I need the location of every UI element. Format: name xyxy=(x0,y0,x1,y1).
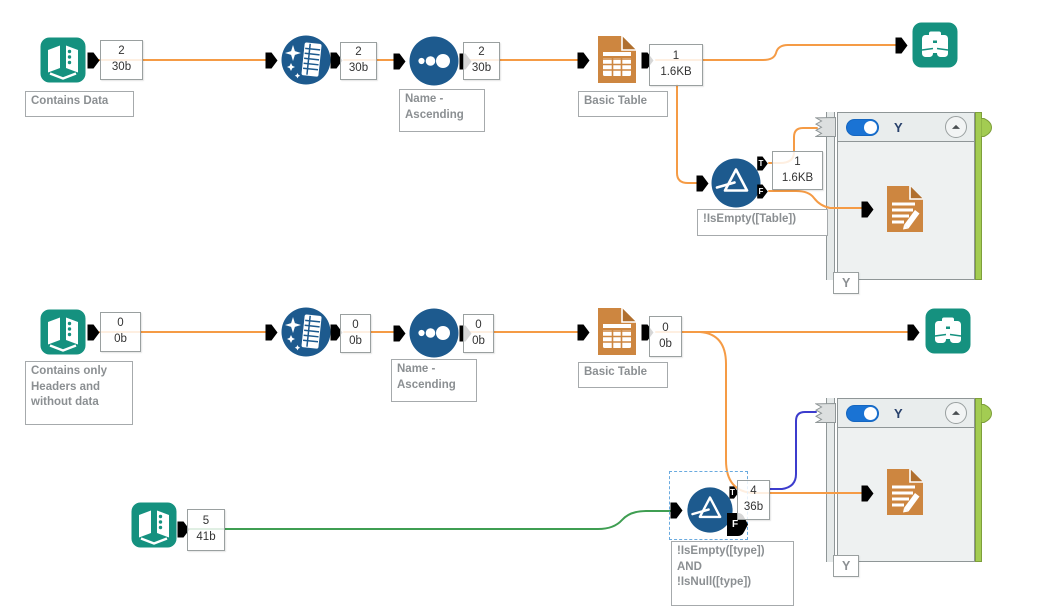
filter1-false-anchor[interactable]: F xyxy=(756,184,769,199)
filter-icon xyxy=(710,157,762,209)
sort-tool-2[interactable] xyxy=(408,307,460,359)
input-data-tool-3[interactable] xyxy=(131,502,177,548)
container-2-collapse-button[interactable] xyxy=(945,402,967,424)
input-data-icon xyxy=(131,502,177,548)
browse-tool-2[interactable] xyxy=(925,308,971,354)
wire-table1-filter1[interactable] xyxy=(676,84,699,184)
wire-input3-filter2[interactable] xyxy=(189,510,672,530)
tool-label[interactable]: Basic Table xyxy=(578,362,668,388)
filter1-input-anchor[interactable] xyxy=(696,175,709,192)
browse-tool-1[interactable] xyxy=(912,22,958,68)
render2-input-anchor[interactable] xyxy=(861,485,874,502)
input2-output-anchor[interactable] xyxy=(87,324,100,341)
input-data-tool-1[interactable] xyxy=(40,37,86,83)
tool-label[interactable]: Contains only Headers and without data xyxy=(25,361,133,425)
basic-table-tool-2[interactable] xyxy=(594,307,640,356)
sort2-input-anchor[interactable] xyxy=(393,325,406,342)
basic-table-icon xyxy=(594,35,640,84)
container-1-enabled-toggle[interactable] xyxy=(846,118,879,136)
basic-table-tool-1[interactable] xyxy=(594,35,640,84)
toggle-knob xyxy=(864,120,877,134)
container-2-output-anchor xyxy=(981,404,992,428)
cleanse2-input-anchor[interactable] xyxy=(265,324,278,341)
chevron-up-icon xyxy=(952,410,960,415)
sort-icon xyxy=(408,35,460,87)
browse1-input-anchor[interactable] xyxy=(895,37,908,54)
tool-label[interactable]: !IsEmpty([Table]) xyxy=(697,209,828,236)
container-2-tag[interactable]: Y xyxy=(833,555,860,577)
tool-label[interactable]: !IsEmpty([type]) AND !IsNull([type]) xyxy=(671,541,794,606)
render-icon xyxy=(883,468,927,516)
data-cleansing-icon xyxy=(280,306,332,358)
filter1-true-anchor[interactable]: T xyxy=(756,156,769,171)
container-1-collapse-button[interactable] xyxy=(945,116,967,138)
input-data-tool-2[interactable] xyxy=(40,309,86,355)
input1-output-anchor[interactable] xyxy=(87,52,100,69)
browse2-input-anchor[interactable] xyxy=(907,324,920,341)
sort1-input-anchor[interactable] xyxy=(393,53,406,70)
sort-tool-1[interactable] xyxy=(408,35,460,87)
filter-tool-1[interactable] xyxy=(710,157,762,209)
data-cleansing-tool-1[interactable] xyxy=(280,34,332,86)
table1-input-anchor[interactable] xyxy=(577,52,590,69)
browse-icon xyxy=(912,22,958,68)
tool-label[interactable]: Name - Ascending xyxy=(391,359,477,402)
data-cleansing-icon xyxy=(280,34,332,86)
render1-input-anchor[interactable] xyxy=(861,201,874,218)
container-2-output-bar xyxy=(975,398,982,562)
sort-icon xyxy=(408,307,460,359)
render-tool-2[interactable] xyxy=(883,468,927,516)
chevron-up-icon xyxy=(952,124,960,129)
container-1-wire-notch xyxy=(815,117,836,142)
tool-label[interactable]: Basic Table xyxy=(578,91,668,117)
container-2-wire-notch xyxy=(815,403,836,428)
tool-label[interactable]: Contains Data xyxy=(25,91,134,117)
render-tool-1[interactable] xyxy=(883,185,927,233)
basic-table-icon xyxy=(594,307,640,356)
container-1-title: Y xyxy=(894,119,903,135)
container-2-enabled-toggle[interactable] xyxy=(846,404,879,422)
container-1-output-anchor xyxy=(981,118,992,142)
cleanse1-input-anchor[interactable] xyxy=(265,52,278,69)
render-icon xyxy=(883,185,927,233)
tool-label[interactable]: Name - Ascending xyxy=(399,89,485,132)
container-2-header[interactable]: Y xyxy=(838,399,974,428)
table2-input-anchor[interactable] xyxy=(577,324,590,341)
filter2-input-anchor[interactable] xyxy=(670,502,683,519)
input-data-icon xyxy=(40,309,86,355)
container-1-output-bar xyxy=(975,112,982,280)
browse-icon xyxy=(925,308,971,354)
wire-filter2-true-container2[interactable] xyxy=(769,411,817,490)
container-1-header[interactable]: Y xyxy=(838,113,974,142)
toggle-knob xyxy=(864,406,877,420)
container-2-title: Y xyxy=(894,405,903,421)
data-cleansing-tool-2[interactable] xyxy=(280,306,332,358)
input-data-icon xyxy=(40,37,86,83)
container-1-tag[interactable]: Y xyxy=(833,272,860,294)
filter2-false-anchor[interactable]: F xyxy=(726,512,749,537)
